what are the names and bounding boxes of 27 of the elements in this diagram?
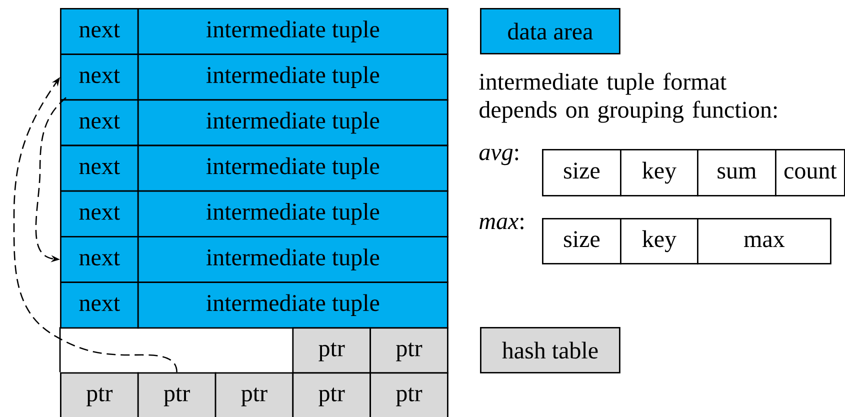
next-cell: next [60, 99, 139, 146]
legend-box: hash table [480, 327, 620, 374]
next-cell: next [60, 236, 139, 283]
pointer-cell: ptr [60, 372, 139, 417]
row-label: max: [480, 218, 524, 230]
pointer-cell: ptr [292, 327, 371, 374]
pointer-cell: ptr [292, 372, 371, 417]
field-cell: key [620, 149, 698, 196]
node-label: ptr [318, 388, 345, 406]
pointer-cell: ptr [137, 372, 216, 417]
field-cell: size [542, 149, 622, 196]
legend-box: data area [480, 8, 620, 54]
pointer-cell: ptr [370, 372, 448, 417]
note-text: intermediate tuple format depends on grouping function: [479, 72, 777, 123]
pointer-cell: ptr [214, 372, 294, 417]
next-cell: next [60, 54, 139, 101]
field-cell: size [542, 218, 622, 264]
next-cell: next [60, 282, 139, 329]
field-cell: key [620, 218, 698, 264]
row-label: avg: [479, 148, 518, 166]
next-cell: next [60, 144, 139, 192]
field-cell: sum [697, 149, 776, 196]
pointer-cell: ptr [370, 327, 448, 374]
next-cell: next [60, 8, 139, 55]
field-cell: count [775, 149, 845, 196]
next-cell: next [60, 190, 139, 238]
field-cell: max [697, 218, 832, 264]
